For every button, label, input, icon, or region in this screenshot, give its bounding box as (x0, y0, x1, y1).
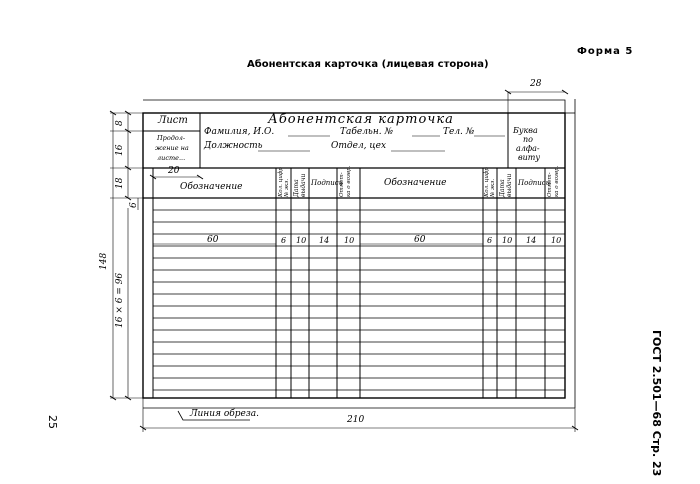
letter-line-3: алфа- (516, 144, 540, 153)
dim-148: 148 (99, 252, 109, 270)
dim-col-60-left: 60 (207, 235, 219, 245)
page-title: Абонентская карточка (лицевая сторона) (247, 59, 489, 70)
col-return-right: Отмет-ка о возвр. (547, 165, 560, 197)
field-tab-no: Табельн. № (340, 127, 393, 137)
col-designation-left: Обозначение (180, 182, 243, 192)
field-phone: Тел. № (443, 127, 475, 137)
dimension-lines (110, 91, 576, 432)
letter-line-1: Буква (513, 126, 538, 135)
dim-8: 8 (115, 120, 125, 126)
page-number: 25 (46, 415, 59, 429)
form-label: Форма 5 (577, 46, 634, 57)
dim-col-10-left-b: 10 (344, 236, 355, 245)
col-signature-right: Подпись (518, 179, 550, 187)
letter-line-2: по (523, 135, 533, 144)
dim-col-6-right: 6 (487, 236, 493, 245)
card-heading: Абонентская карточка (268, 112, 454, 127)
col-designation-right: Обозначение (384, 178, 447, 188)
dim-6: 6 (129, 202, 139, 208)
col-signature-left: Подпись (311, 179, 343, 187)
dim-col-14-right: 14 (526, 236, 537, 245)
dim-col-14-left: 14 (319, 236, 330, 245)
dim-18: 18 (115, 177, 125, 189)
letter-line-4: виту (518, 153, 541, 162)
dim-rows: 16 × 6 = 96 (115, 272, 125, 328)
cut-line-label: Линия обреза. (190, 409, 259, 419)
cut-line (143, 99, 566, 113)
dim-col-10-right-a: 10 (502, 236, 513, 245)
continuation-line-2: жение на (155, 144, 189, 152)
dim-20: 20 (168, 166, 180, 176)
continuation-line-1: Продол- (157, 134, 186, 142)
sheet-label: Лист (158, 115, 188, 126)
side-standard-text: ГОСТ 2.501—68 Стр. 23 (650, 330, 663, 477)
field-department: Отдел, цех (331, 141, 387, 151)
card-frame (142, 112, 566, 399)
dim-col-60-right: 60 (414, 235, 426, 245)
field-position: Должность (204, 141, 263, 151)
body-rows (153, 209, 565, 391)
dim-col-10-right-b: 10 (551, 236, 562, 245)
dim-210: 210 (347, 415, 365, 425)
dim-16: 16 (115, 144, 125, 156)
col-return-left: Отмет-ка о возвр. (339, 165, 352, 197)
dim-col-10-left-a: 10 (296, 236, 307, 245)
continuation-line-3: листе... (157, 154, 186, 162)
dim-28: 28 (530, 79, 542, 89)
field-name: Фамилия, И.О. (204, 127, 275, 137)
dim-col-6-left: 6 (281, 236, 287, 245)
